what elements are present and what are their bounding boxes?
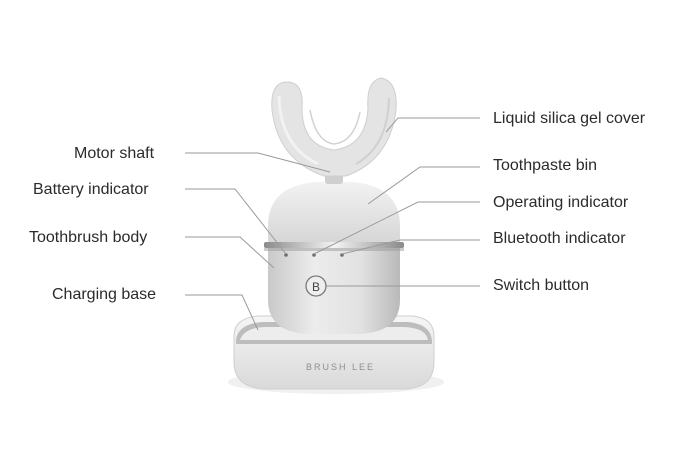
leader-charging-base — [185, 294, 259, 331]
leader-bluetooth-indicator — [341, 239, 480, 255]
leader-motor-shaft — [185, 152, 331, 173]
switch-button-glyph: B — [312, 280, 320, 294]
leader-silica-gel-cover — [385, 117, 480, 133]
label-toothbrush-body: Toothbrush body — [29, 229, 148, 246]
switch-button-shape: B — [305, 275, 327, 297]
leader-operating-indicator — [313, 201, 480, 255]
battery-indicator-dot — [284, 253, 288, 257]
label-operating-indicator: Operating indicator — [493, 194, 629, 211]
leader-toothpaste-bin — [367, 166, 480, 205]
label-silica-gel-cover: Liquid silica gel cover — [493, 110, 646, 127]
label-switch-button: Switch button — [493, 277, 590, 294]
toothbrush-body-shape — [264, 182, 404, 334]
brand-logo-text: BRUSH LEE — [306, 362, 375, 372]
leader-battery-indicator — [185, 188, 287, 255]
label-bluetooth-indicator: Bluetooth indicator — [493, 230, 626, 247]
silica-gel-mouthpiece — [271, 77, 397, 177]
label-toothpaste-bin: Toothpaste bin — [493, 157, 598, 174]
label-charging-base: Charging base — [52, 286, 157, 303]
leader-toothbrush-body — [185, 236, 275, 269]
label-motor-shaft: Motor shaft — [74, 145, 155, 162]
label-battery-indicator: Battery indicator — [33, 181, 149, 198]
leader-lines — [185, 117, 480, 331]
